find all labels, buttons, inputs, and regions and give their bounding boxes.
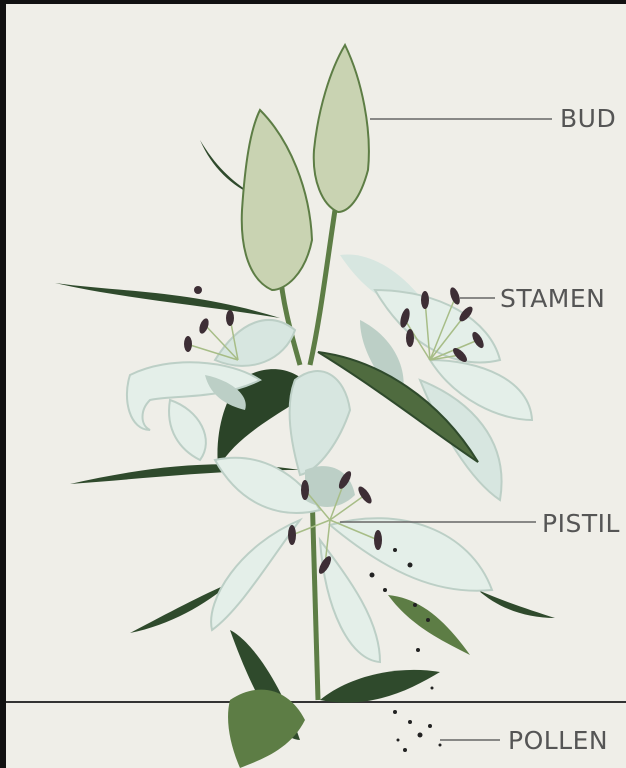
buds: [242, 45, 369, 290]
label-stamen: STAMEN: [500, 286, 605, 311]
label-pistil: PISTIL: [542, 511, 620, 536]
label-pollen: POLLEN: [508, 728, 608, 753]
label-bud: BUD: [560, 106, 616, 131]
